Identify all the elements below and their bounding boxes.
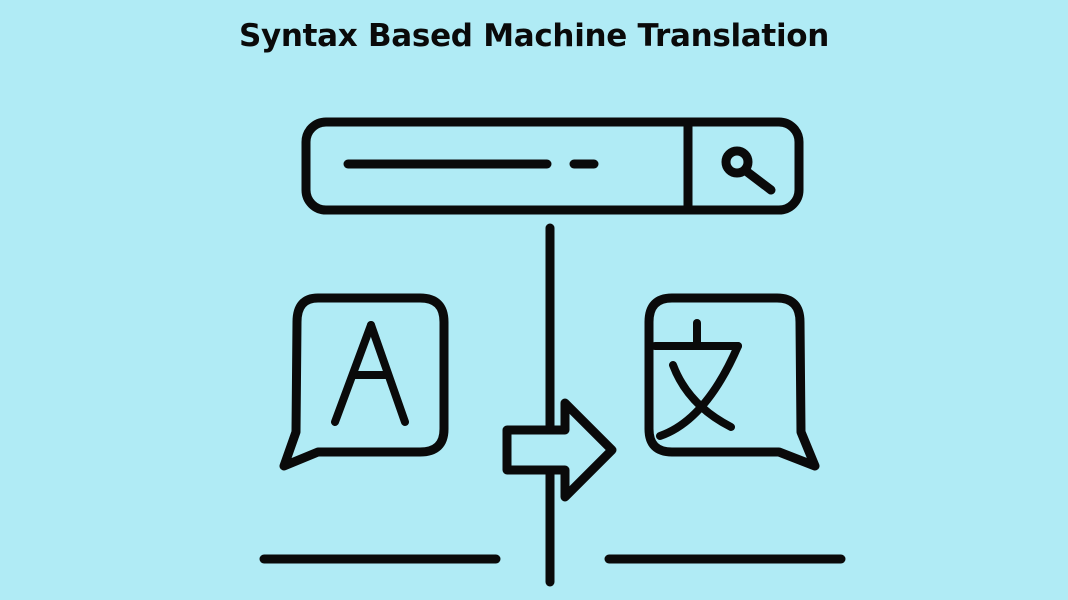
source-speech-bubble xyxy=(279,293,449,471)
wen-character-icon xyxy=(651,319,742,440)
search-bar xyxy=(301,117,804,215)
arrow-right-icon xyxy=(502,398,617,502)
page-title: Syntax Based Machine Translation xyxy=(238,18,830,54)
letter-a-icon xyxy=(331,321,409,426)
target-speech-bubble xyxy=(644,293,820,471)
magnifier-icon xyxy=(721,146,776,195)
